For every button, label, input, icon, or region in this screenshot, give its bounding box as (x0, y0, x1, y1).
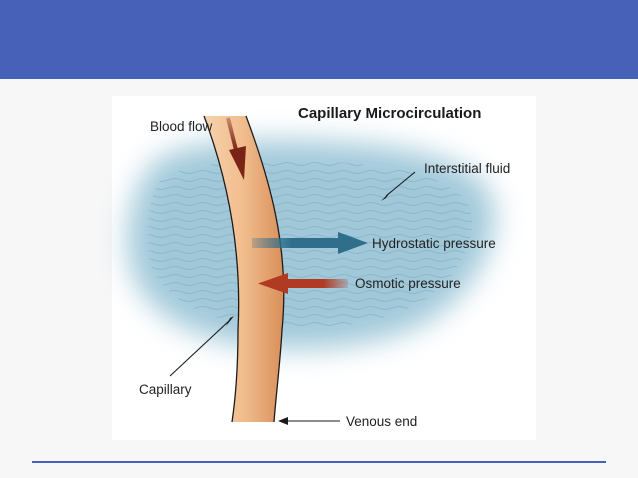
osmotic-pressure-arrow (258, 273, 348, 294)
capillary-vessel (203, 115, 285, 423)
venous-end-pointer (278, 417, 340, 425)
label-capillary: Capillary (139, 382, 192, 397)
blood-flow-arrow (226, 117, 246, 180)
diagram-title: Capillary Microcirculation (298, 105, 481, 122)
footer-rule (32, 461, 606, 463)
header-band (0, 0, 638, 79)
label-osmotic-pressure: Osmotic pressure (355, 276, 461, 291)
label-venous-end: Venous end (346, 414, 417, 429)
label-blood-flow: Blood flow (150, 119, 213, 134)
interstitial-fluid-pointer (381, 171, 416, 201)
hydrostatic-pressure-arrow (252, 232, 368, 254)
label-interstitial-fluid: Interstitial fluid (424, 161, 510, 176)
label-hydrostatic-pressure: Hydrostatic pressure (372, 236, 496, 251)
capillary-pointer (169, 316, 234, 377)
